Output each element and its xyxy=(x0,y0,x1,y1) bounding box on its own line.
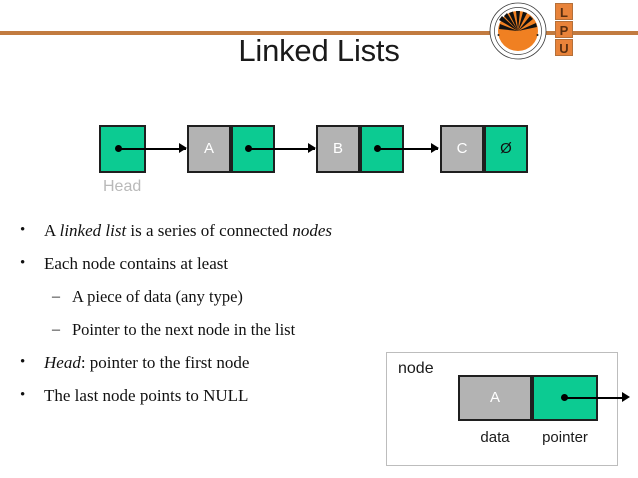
bullet-marker: – xyxy=(52,321,60,338)
node-c-null-cell: Ø xyxy=(484,125,528,173)
logo-letter-u: U xyxy=(555,39,573,56)
bullet-item-3: – A piece of data (any type) xyxy=(8,280,388,313)
lpu-seal-icon xyxy=(489,2,547,60)
node-detail-data-caption: data xyxy=(480,429,510,446)
logo-letter-p: P xyxy=(555,21,573,38)
node-detail-arrow-head xyxy=(622,392,630,402)
bullet-marker: • xyxy=(20,222,26,238)
bullet-list: • A linked list is a series of connected… xyxy=(8,214,388,412)
node-a-arrow-line xyxy=(249,148,315,150)
bullet-text: Pointer to the next node in the list xyxy=(72,320,296,339)
node-detail-pointer-dot xyxy=(561,394,568,401)
head-arrow-line xyxy=(119,148,186,150)
bullet-text: Head: pointer to the first node xyxy=(44,353,250,372)
node-b-arrow-head xyxy=(431,143,439,153)
logo-letter-l: L xyxy=(555,3,573,20)
node-a-arrow-head xyxy=(308,143,316,153)
node-b-data-cell: B xyxy=(316,125,360,173)
bullet-text: The last node points to NULL xyxy=(44,386,249,405)
bullet-item-6: • The last node points to NULL xyxy=(8,379,388,412)
node-detail-data-cell: A xyxy=(458,375,532,421)
head-label: Head xyxy=(103,178,142,195)
bullet-marker: • xyxy=(20,387,26,403)
head-pointer-dot xyxy=(115,145,122,152)
bullet-marker: • xyxy=(20,255,26,271)
lpu-logo: L P U xyxy=(489,2,604,62)
page-title: Linked Lists xyxy=(238,33,400,68)
bullet-item-4: – Pointer to the next node in the list xyxy=(8,313,388,346)
bullet-item-1: • A linked list is a series of connected… xyxy=(8,214,388,247)
node-a-pointer-cell xyxy=(231,125,275,173)
node-a-data-cell: A xyxy=(187,125,231,173)
header-accent-rule xyxy=(0,31,638,35)
node-c-data-cell: C xyxy=(440,125,484,173)
bullet-text: A linked list is a series of connected n… xyxy=(44,221,333,240)
node-b-arrow-line xyxy=(378,148,438,150)
node-b-pointer-cell xyxy=(360,125,404,173)
bullet-marker: – xyxy=(52,288,60,305)
head-pointer-cell xyxy=(99,125,146,173)
bullet-text: Each node contains at least xyxy=(44,254,229,273)
node-detail-arrow-line xyxy=(565,397,624,399)
bullet-item-2: • Each node contains at least xyxy=(8,247,388,280)
bullet-item-5: • Head: pointer to the first node xyxy=(8,346,388,379)
node-a-pointer-dot xyxy=(245,145,252,152)
node-detail-pointer-cell xyxy=(532,375,598,421)
node-detail-label: node xyxy=(398,360,434,377)
head-arrow-head xyxy=(179,143,187,153)
bullet-text: A piece of data (any type) xyxy=(72,287,243,306)
lpu-letter-blocks: L P U xyxy=(555,3,577,57)
node-detail-pointer-caption: pointer xyxy=(542,429,588,446)
node-b-pointer-dot xyxy=(374,145,381,152)
bullet-marker: • xyxy=(20,354,26,370)
